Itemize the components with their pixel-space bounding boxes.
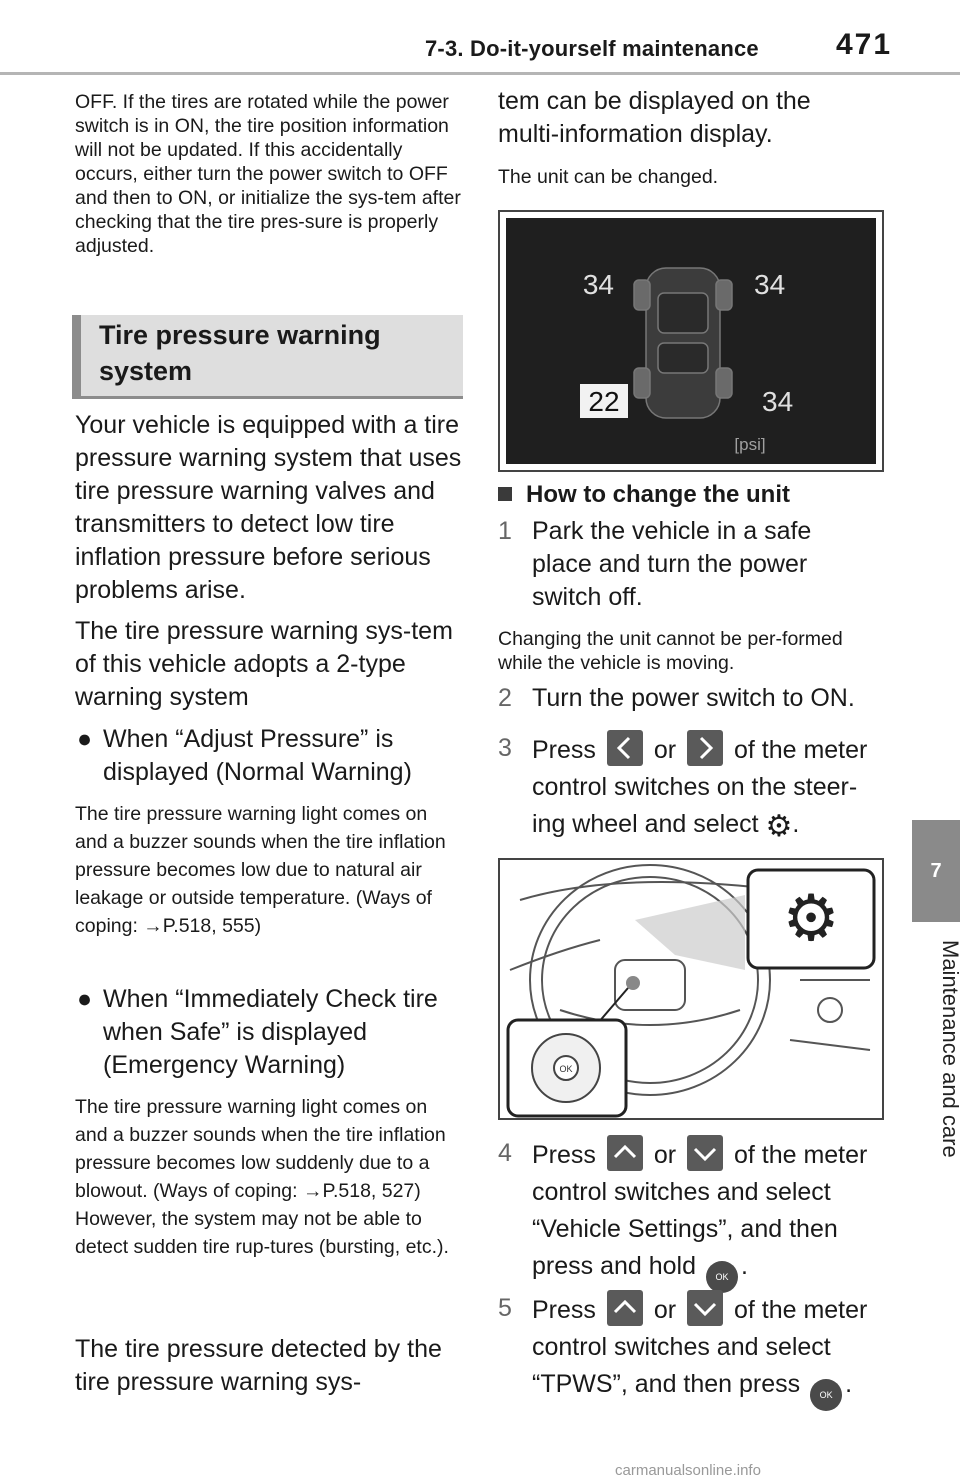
bullet-icon: ● [77,725,93,753]
step-3: 3 Press or of the meter control switches… [498,730,882,845]
tire-rl-highlight [580,384,628,418]
chevron-right-icon [687,730,723,766]
steering-wheel-figure: ⚙ OK [498,858,884,1120]
note-emergency-warning: The tire pressure warning light comes on… [75,1096,449,1258]
unit-note: The unit can be changed. [498,166,719,188]
intro-text: OFF. If the tires are rotated while the … [75,91,461,257]
chevron-up-icon [606,1135,643,1171]
tire-rr-value: 34 [762,386,793,417]
chevron-down-icon [687,1290,723,1326]
page-number: 471 [836,28,893,61]
chevron-down-icon [687,1135,723,1171]
section-heading-box: Tire pressure warning system [72,315,463,399]
bullet-emergency-warning: ● When “Immediately Check tire when Safe… [77,983,463,1082]
tire-fr-value: 34 [754,269,785,300]
step-5: 5 Press or of the meter control switches… [498,1290,882,1411]
tire-pressure-display: 34 34 22 34 [psi] [506,218,876,464]
subheading-change-unit: How to change the unit [498,480,878,510]
ok-label: OK [559,1064,572,1074]
bullet-icon: ● [77,985,93,1013]
step-4: 4 Press or of the meter control switches… [498,1135,882,1293]
step-1: 1 Park the vehicle in a safe place and t… [498,517,812,611]
tire-rl-value: 22 [588,386,619,417]
pressure-unit-label: [psi] [734,435,765,454]
para-equipped: Your vehicle is equipped with a tire pre… [75,411,462,604]
ok-button-icon: OK [705,1261,738,1293]
chapter-tab: 7 [912,820,960,922]
gear-icon: ⚙ [782,882,839,954]
bullet-normal-warning: ● When “Adjust Pressure” is displayed (N… [77,723,463,789]
steering-wheel-illustration: ⚙ OK [500,860,882,1118]
ok-button-icon: OK [810,1379,843,1411]
para-display: tem can be displayed on the multi-inform… [498,87,811,148]
square-marker-icon [498,487,512,501]
footer-watermark: carmanualsonline.info [615,1462,761,1479]
chapter-label: Maintenance and care [938,940,960,1158]
header-section-title: 7-3. Do-it-yourself maintenance [425,36,759,61]
note-normal-warning: The tire pressure warning light comes on… [75,803,446,937]
step-1-note: Changing the unit cannot be per-formed w… [498,628,843,674]
para-two-type: The tire pressure warning sys-tem of thi… [75,617,453,711]
tire-fl-value: 34 [583,269,614,300]
header-rule [0,72,960,75]
bullet-text: When “Immediately Check tire when Safe” … [103,985,438,1079]
bullet-text: When “Adjust Pressure” is displayed (Nor… [103,725,412,786]
step-2: 2 Turn the power switch to ON. [498,684,855,712]
para-detected: The tire pressure detected by the tire p… [75,1335,442,1396]
section-heading: Tire pressure warning system [99,320,381,386]
tire-pressure-display-figure: 34 34 22 34 [psi] [498,210,884,472]
gear-icon: ⚙ [765,810,793,843]
chevron-left-icon [606,730,643,766]
chevron-up-icon [606,1290,643,1326]
